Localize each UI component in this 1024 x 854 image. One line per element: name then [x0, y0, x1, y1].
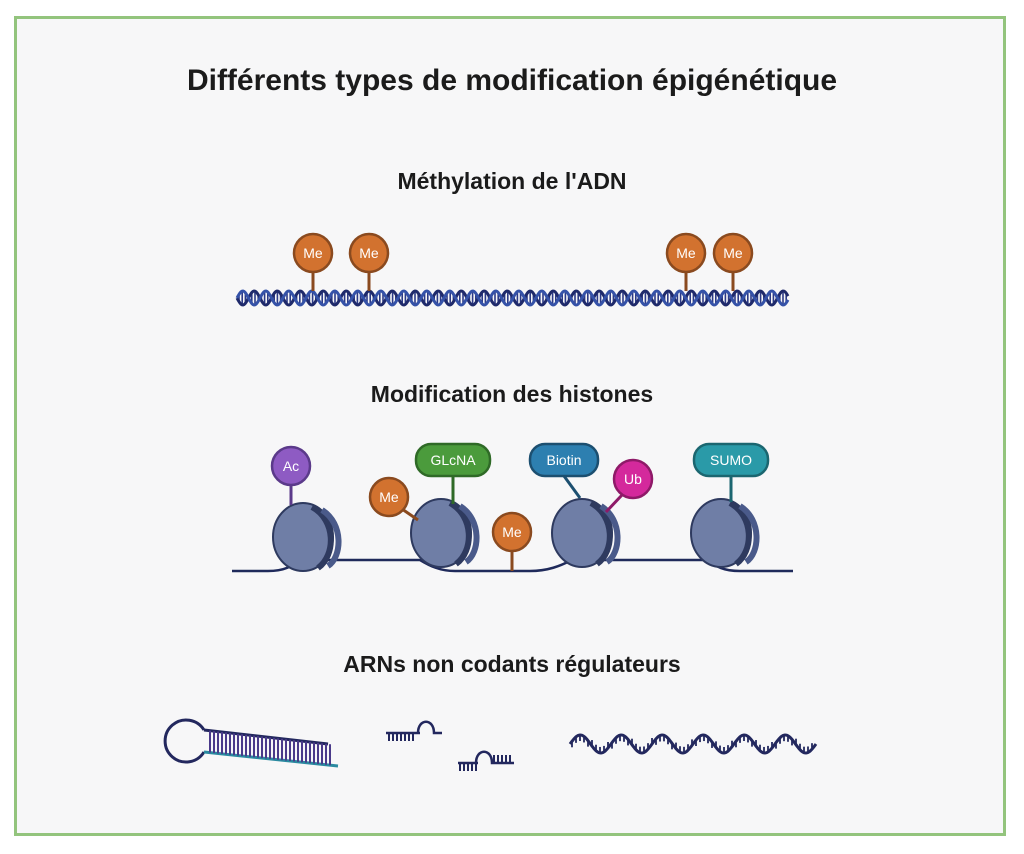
dna-helix [235, 289, 790, 307]
dna-methyl-mark-2: Me [348, 232, 390, 291]
hairpin-rna [163, 718, 339, 768]
small-rna-2 [458, 750, 514, 771]
diagram-title: Différents types de modification épigéné… [186, 64, 838, 97]
histone-mark-label-methyl-2: Me [502, 524, 522, 540]
histone-mark-biotin: Biotin [528, 442, 600, 499]
histone-mark-label-acetyl: Ac [283, 458, 299, 474]
section-title-histone-modification: Modification des histones [370, 381, 654, 407]
nucleosome-3 [551, 498, 621, 568]
histone-mark-acetyl: Ac [270, 445, 312, 505]
histone-mark-label-biotin: Biotin [546, 452, 581, 468]
nucleosome-1 [272, 502, 342, 572]
histone-mark-methyl-2: Me [491, 511, 533, 571]
section-title-noncoding-rna: ARNs non codants régulateurs [343, 651, 681, 677]
nucleosome-2 [410, 498, 480, 568]
histone-mark-label-sumo: SUMO [710, 452, 752, 468]
histone-mark-glcna: GLcNA [414, 442, 492, 504]
dna-methyl-label-3: Me [676, 245, 696, 261]
lncrna-strand [568, 733, 818, 755]
histone-mark-ubiquitin: Ub [604, 458, 654, 514]
diagram-frame [14, 16, 1006, 836]
histone-mark-label-ubiquitin: Ub [624, 471, 642, 487]
histone-mark-methyl-1: Me [368, 476, 419, 522]
histone-mark-sumo: SUMO [692, 442, 770, 502]
dna-methyl-mark-4: Me [712, 232, 754, 291]
small-rna-1 [386, 720, 442, 741]
dna-methyl-label-2: Me [359, 245, 379, 261]
dna-methyl-label-1: Me [303, 245, 323, 261]
dna-methyl-label-4: Me [723, 245, 743, 261]
dna-methyl-mark-3: Me [665, 232, 707, 291]
histone-mark-label-methyl-1: Me [379, 489, 399, 505]
histone-mark-label-glcna: GLcNA [430, 452, 476, 468]
dna-methyl-mark-1: Me [292, 232, 334, 291]
nucleosome-4 [690, 498, 760, 568]
section-title-dna-methylation: Méthylation de l'ADN [397, 168, 627, 194]
